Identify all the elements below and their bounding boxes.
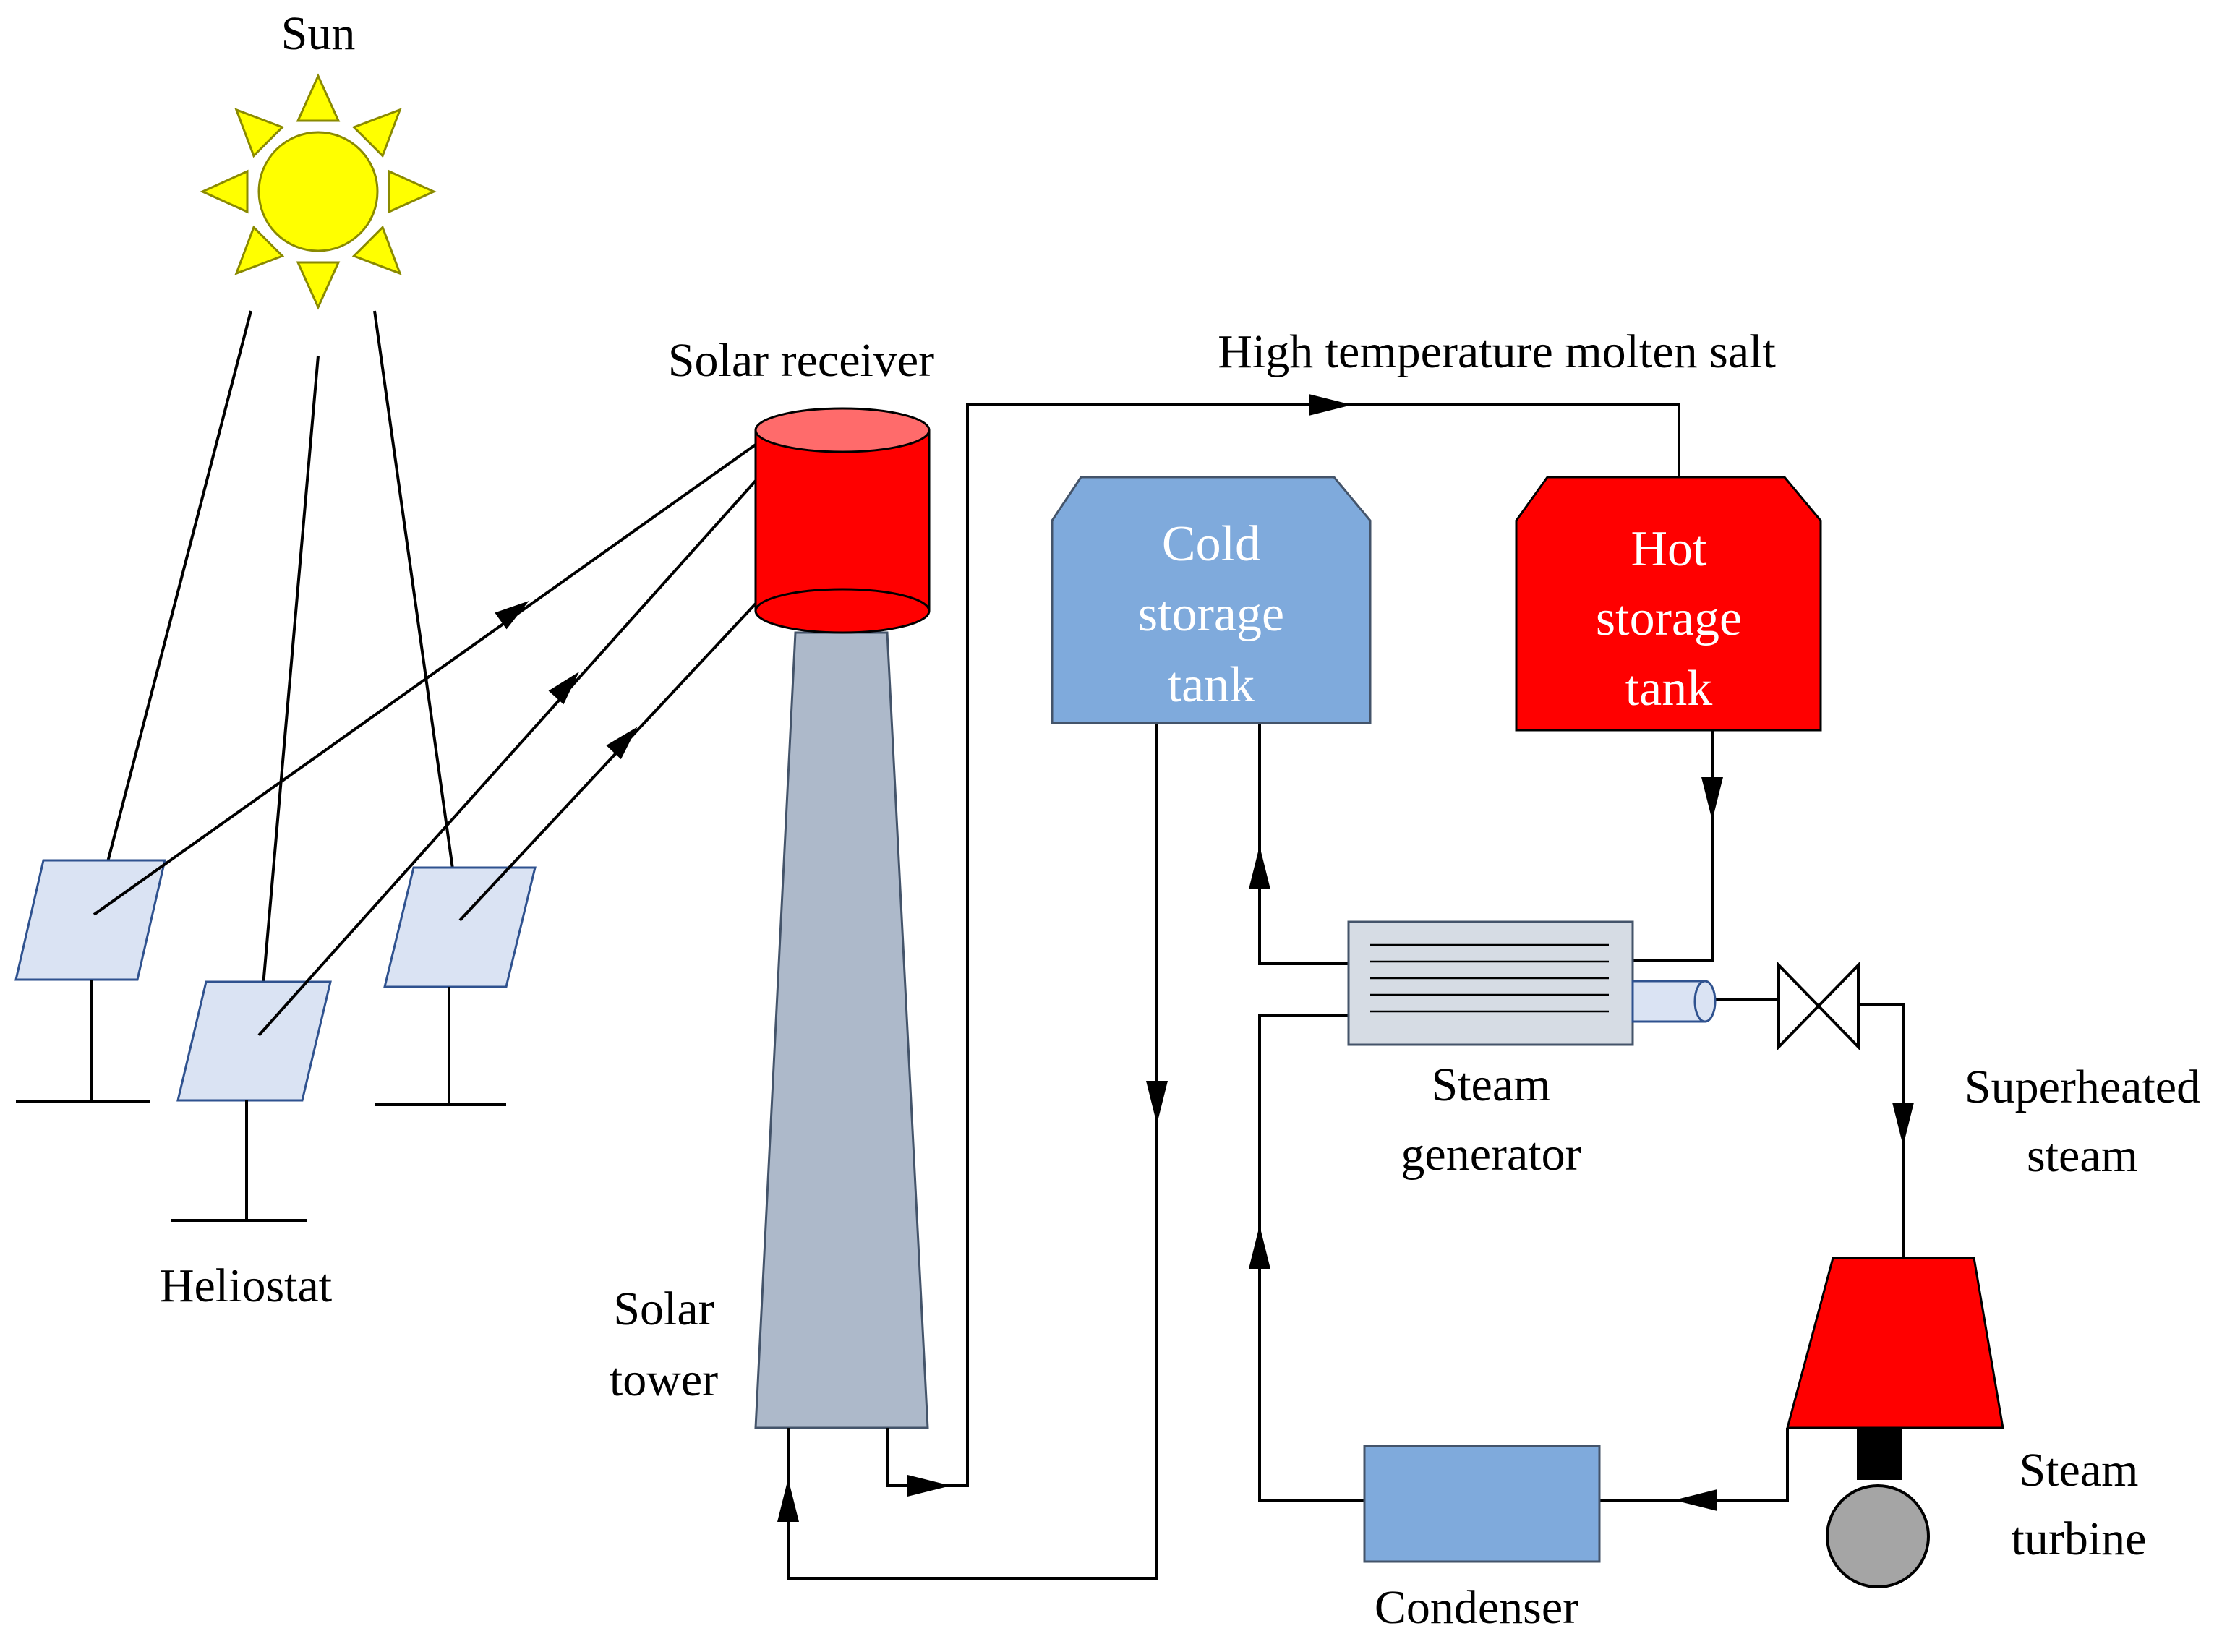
pipe-valve-to-turbine bbox=[1858, 1003, 1905, 1258]
sun-disc bbox=[257, 131, 379, 252]
arrow-to-cold bbox=[1249, 846, 1270, 889]
sun-icon bbox=[200, 73, 437, 310]
heliostat-mirror-middle bbox=[176, 980, 332, 1102]
condenser bbox=[1363, 1445, 1601, 1563]
arrow-reflected-middle bbox=[548, 672, 579, 705]
reflected-ray-left bbox=[93, 443, 757, 916]
label-superheated-1: Superheated bbox=[1965, 1061, 2200, 1113]
arrow-reflected-left bbox=[495, 601, 529, 630]
label-cold-tank-1: Cold bbox=[1162, 516, 1260, 572]
heliostat-mirror-left bbox=[14, 859, 166, 981]
label-solar-tower-1: Solar bbox=[613, 1283, 714, 1335]
generator-disc bbox=[1826, 1484, 1930, 1588]
pipe-hot-to-generator bbox=[1633, 730, 1714, 962]
label-hot-tank-3: tank bbox=[1625, 661, 1713, 716]
sun-ray-triangle bbox=[200, 169, 249, 214]
label-heliostat: Heliostat bbox=[160, 1259, 332, 1312]
sun-ray-triangle bbox=[296, 261, 341, 310]
label-steam-turbine-2: turbine bbox=[2012, 1512, 2147, 1565]
arrow-cold-down bbox=[1146, 1081, 1168, 1124]
hot-storage-tank bbox=[1515, 476, 1822, 732]
sun-ray-right bbox=[373, 310, 461, 921]
pipe-generator-to-cold bbox=[1258, 723, 1349, 965]
valve-icon bbox=[1777, 962, 1860, 1050]
heliostat-mirror-right bbox=[383, 866, 537, 988]
reflected-ray-right bbox=[458, 602, 757, 922]
label-hot-tank-1: Hot bbox=[1631, 521, 1708, 577]
pipe-turbine-to-condenser bbox=[1599, 1428, 1789, 1502]
arrow-tower-in bbox=[777, 1478, 799, 1522]
cold-storage-tank bbox=[1051, 476, 1372, 724]
label-solar-tower-2: tower bbox=[610, 1353, 718, 1406]
pipe-hot-salt bbox=[886, 403, 1680, 1487]
sun-ray-triangle bbox=[234, 108, 285, 158]
arrow-tower-out bbox=[907, 1475, 951, 1497]
sun-rays bbox=[200, 73, 437, 310]
label-sun: Sun bbox=[281, 7, 356, 60]
arrow-hot-salt bbox=[1309, 394, 1352, 416]
sun-ray-triangle bbox=[351, 225, 402, 275]
label-steam-generator-2: generator bbox=[1401, 1128, 1581, 1181]
arrow-hot-down bbox=[1701, 777, 1723, 821]
sun-ray-triangle bbox=[351, 108, 402, 158]
label-cold-tank-2: storage bbox=[1138, 586, 1284, 642]
steam-generator bbox=[1347, 920, 1717, 1046]
label-condenser: Condenser bbox=[1375, 1581, 1578, 1634]
solar-tower bbox=[754, 631, 929, 1429]
sun-ray-triangle bbox=[296, 73, 341, 122]
arrow-condenser-up bbox=[1249, 1225, 1270, 1269]
arrow-superheated bbox=[1892, 1103, 1914, 1146]
arrow-to-condenser bbox=[1674, 1489, 1717, 1511]
label-solar-receiver: Solar receiver bbox=[668, 334, 934, 387]
heliostat-middle bbox=[171, 980, 332, 1222]
label-steam-turbine-1: Steam bbox=[2020, 1444, 2139, 1497]
sun-ray-triangle bbox=[388, 169, 437, 214]
arrow-reflected-right bbox=[606, 727, 638, 760]
pipe-condenser-to-generator bbox=[1258, 1014, 1364, 1502]
label-hot-tank-2: storage bbox=[1596, 591, 1742, 646]
label-steam-generator-1: Steam bbox=[1432, 1058, 1551, 1111]
solar-receiver bbox=[754, 407, 931, 634]
label-cold-tank-3: tank bbox=[1168, 657, 1255, 713]
heliostat-right bbox=[375, 866, 537, 1106]
sun-ray-middle bbox=[257, 355, 320, 1036]
heliostat-left bbox=[14, 859, 166, 1103]
steam-turbine bbox=[1786, 1257, 2004, 1588]
reflected-ray-middle bbox=[257, 479, 757, 1037]
sun-ray-left bbox=[93, 310, 252, 915]
label-high-temp-salt: High temperature molten salt bbox=[1218, 325, 1776, 378]
label-superheated-2: steam bbox=[2027, 1129, 2138, 1182]
sun-ray-triangle bbox=[234, 225, 285, 275]
solar-receiver-top bbox=[754, 407, 931, 453]
